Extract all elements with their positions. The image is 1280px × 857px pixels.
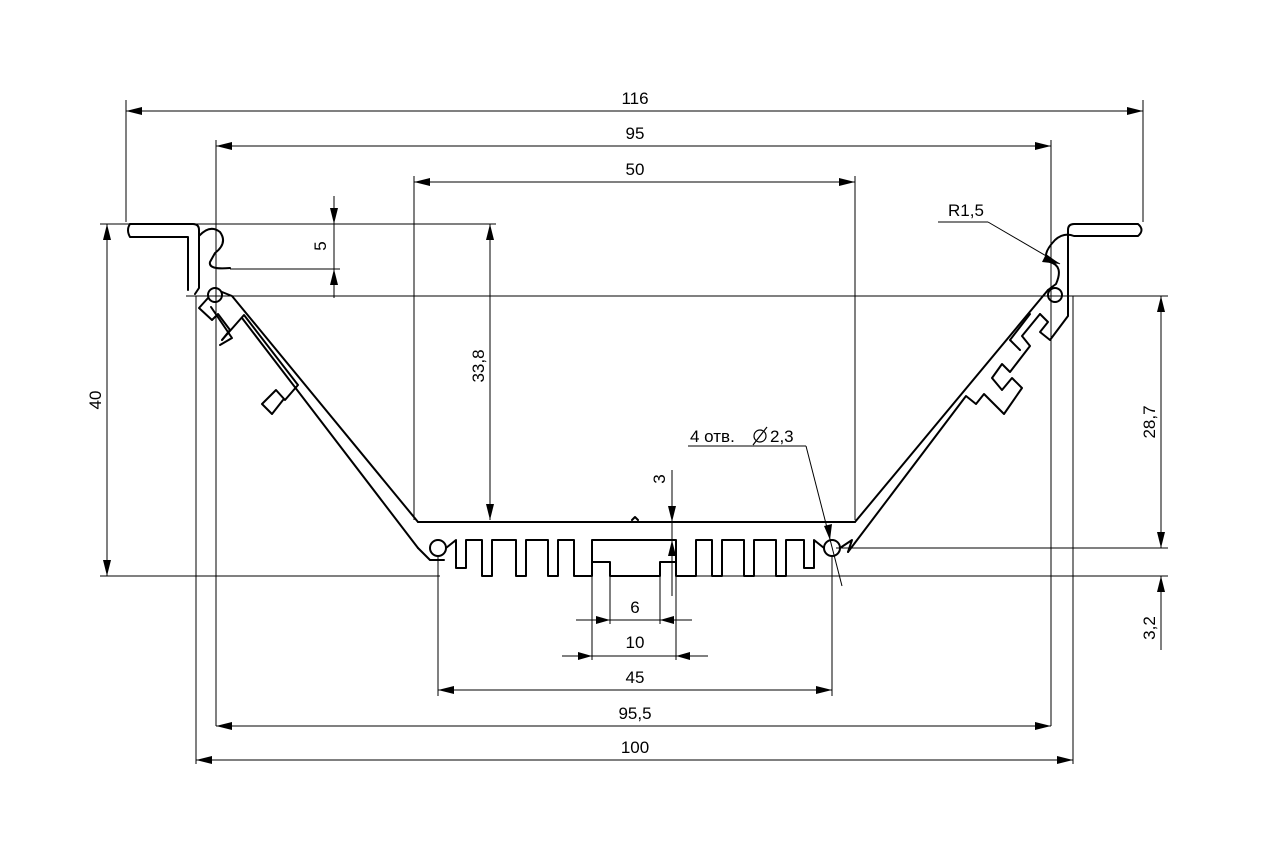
dim-slot-inner: 6 [630,598,639,617]
dim-base-thickness: 3 [650,474,669,483]
profile-outline [127,223,1143,577]
dim-bottom-width: 100 [621,738,649,757]
dim-hole-diameter: 2,3 [770,427,794,446]
dim-inner-top-width: 95 [626,124,645,143]
dim-overall-width: 116 [621,89,648,108]
diameter-icon [752,426,768,446]
dimension-labels: 116 95 50 5 33,8 40 R1,5 4 отв. 2,3 3 28… [86,89,1159,757]
dim-total-height: 40 [86,391,105,410]
dimension-lines [100,100,1168,764]
dim-right-height: 28,7 [1140,405,1159,438]
dim-width-95-5: 95,5 [618,704,651,723]
dim-inner-depth: 33,8 [469,349,488,382]
dim-slot-outer: 10 [626,633,645,652]
dim-bottom-offset: 3,2 [1140,616,1159,640]
dim-light-opening-width: 50 [626,160,645,179]
dim-holes-spacing: 45 [626,668,645,687]
dim-holes-label: 4 отв. [690,427,735,446]
dim-lip-height: 5 [311,241,330,250]
dim-radius: R1,5 [948,201,984,220]
